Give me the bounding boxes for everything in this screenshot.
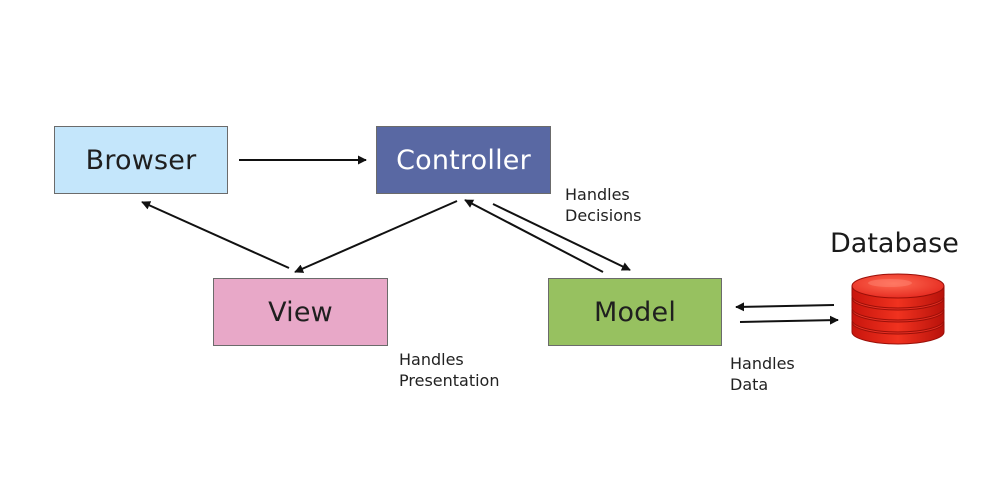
database-disc-1 bbox=[851, 273, 945, 309]
arrow-controller-to-view bbox=[294, 200, 458, 273]
view-label: View bbox=[268, 296, 333, 328]
model-note: Handles Data bbox=[730, 353, 795, 395]
browser-label: Browser bbox=[85, 144, 197, 176]
view-note-line-1: Handles bbox=[399, 350, 464, 369]
model-note-line-1: Handles bbox=[730, 354, 795, 373]
arrow-database-to-model bbox=[735, 302, 835, 312]
view-note-line-2: Presentation bbox=[399, 371, 500, 390]
arrow-model-to-database bbox=[739, 315, 839, 325]
model-note-line-2: Data bbox=[730, 375, 769, 394]
controller-note-line-2: Decisions bbox=[565, 206, 642, 225]
arrow-model-to-controller bbox=[464, 199, 604, 273]
view-box: View bbox=[213, 278, 388, 346]
model-box: Model bbox=[548, 278, 722, 346]
arrow-controller-to-model bbox=[492, 203, 631, 271]
controller-box: Controller bbox=[376, 126, 551, 194]
controller-note: Handles Decisions bbox=[565, 184, 641, 226]
arrow-view-to-browser bbox=[141, 201, 290, 269]
database-label: Database bbox=[830, 228, 959, 259]
model-label: Model bbox=[593, 296, 677, 328]
controller-note-line-1: Handles bbox=[565, 185, 630, 204]
controller-label: Controller bbox=[396, 144, 531, 176]
view-note: Handles Presentation bbox=[399, 349, 499, 391]
browser-box: Browser bbox=[54, 126, 228, 194]
